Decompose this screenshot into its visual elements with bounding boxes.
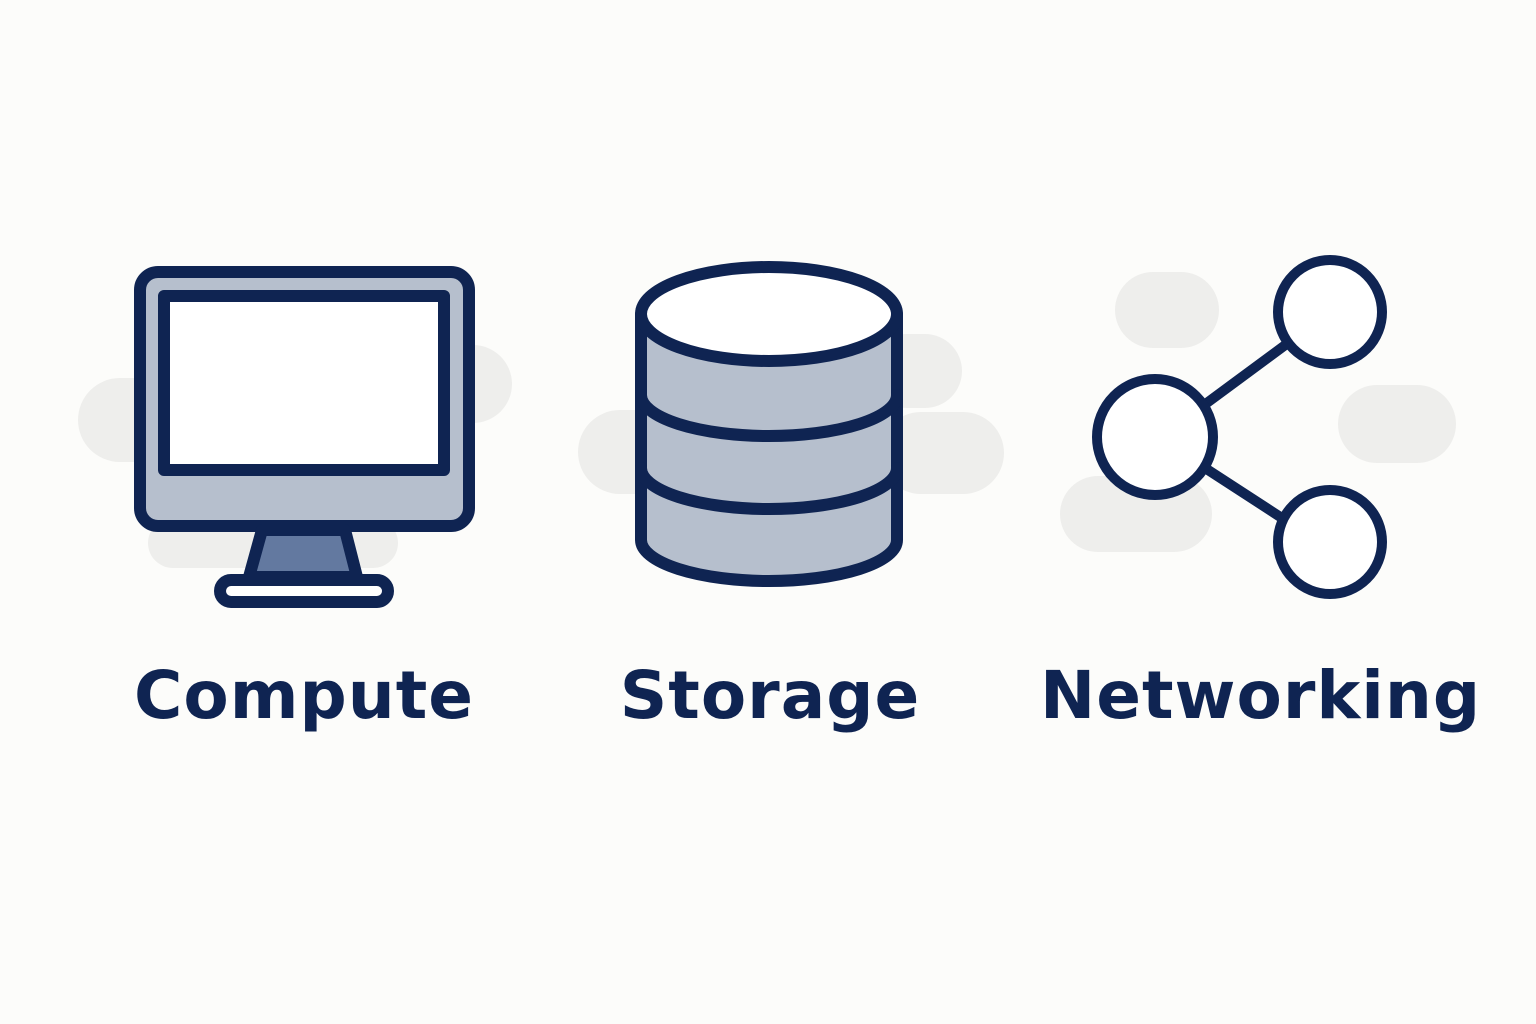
- compute-label: Compute: [133, 657, 475, 734]
- network-node-bottom: [1273, 485, 1387, 599]
- monitor-icon: [134, 266, 475, 608]
- monitor-screen: [158, 290, 450, 476]
- monitor-stand-base: [214, 574, 394, 608]
- database-band-1: [635, 389, 903, 442]
- networking-label: Networking: [1040, 657, 1482, 734]
- database-top: [635, 261, 903, 367]
- storage-label: Storage: [619, 657, 921, 734]
- database-body: [635, 308, 903, 587]
- network-node-center: [1092, 374, 1218, 500]
- database-band-2: [635, 462, 903, 515]
- monitor-stand-neck: [243, 524, 363, 583]
- network-node-top: [1273, 255, 1387, 369]
- network-link-lower: [1200, 463, 1290, 525]
- database-icon: [635, 261, 903, 587]
- share-network-icon: [1092, 255, 1387, 599]
- network-link-upper: [1195, 338, 1293, 413]
